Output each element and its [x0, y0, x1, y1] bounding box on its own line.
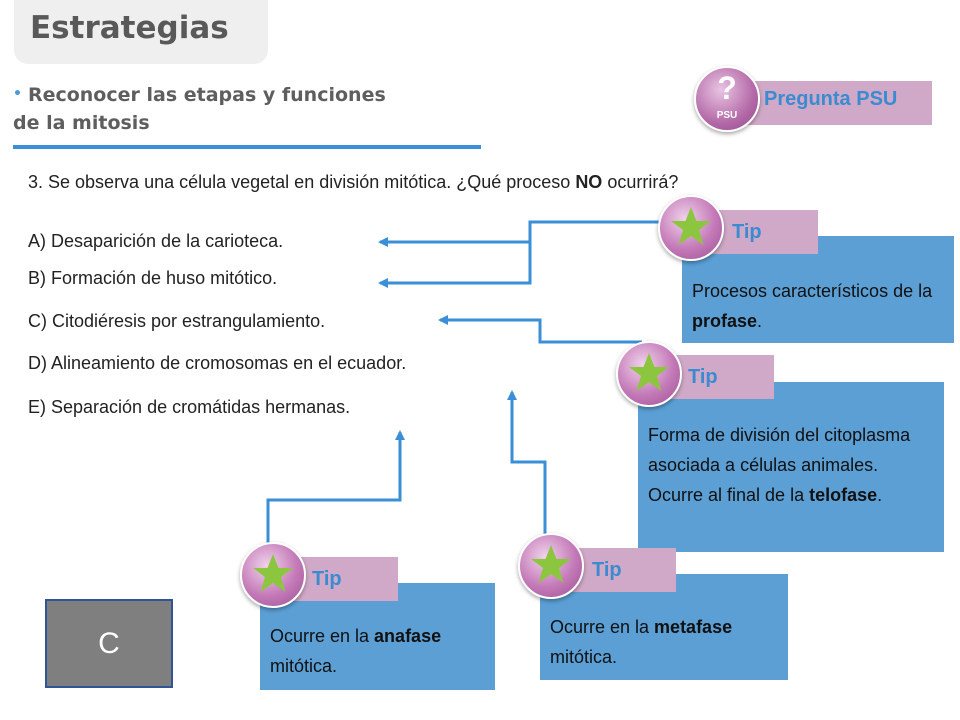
- star-icon: [518, 533, 584, 599]
- option-e[interactable]: E) Separación de cromátidas hermanas.: [28, 397, 351, 417]
- tip-bold: profase: [692, 311, 758, 331]
- option-d[interactable]: D) Alineamiento de cromosomas en el ecua…: [28, 353, 407, 373]
- option-c[interactable]: C) Citodiéresis por estrangulamiento.: [28, 311, 326, 331]
- tip-text: .: [877, 485, 883, 505]
- page-title: Estrategias: [30, 10, 229, 46]
- psu-label: Pregunta PSU: [764, 88, 898, 110]
- question-suffix: ocurrirá?: [602, 172, 679, 192]
- tip-text: mitótica.: [550, 647, 618, 667]
- psu-question-icon: ? PSU: [694, 66, 760, 132]
- arrow-tip4-to-e: [266, 430, 405, 565]
- tip-text: Forma de división del citoplasma asociad…: [648, 425, 911, 505]
- arrow-tip2-to-c: [438, 315, 642, 344]
- title-tab: [14, 0, 268, 64]
- tip-bold: anafase: [374, 626, 442, 646]
- tip-text: Ocurre en la: [270, 626, 375, 646]
- star-icon: [616, 341, 682, 407]
- option-a[interactable]: A) Desaparición de la carioteca.: [28, 231, 284, 251]
- tip-text: .: [757, 311, 763, 331]
- question-text: 3. Se observa una célula vegetal en divi…: [28, 172, 678, 193]
- question-prefix: 3. Se observa una célula vegetal en divi…: [28, 172, 576, 192]
- question-emphasis: NO: [575, 172, 603, 192]
- star-icon: [240, 542, 306, 608]
- objective-text: Reconocer las etapas y funciones de la m…: [13, 84, 386, 134]
- tip-bold: telofase: [809, 485, 878, 505]
- tip-text: Procesos característicos de la: [692, 281, 933, 301]
- psu-icon-text: PSU: [716, 110, 738, 121]
- star-icon: [658, 195, 724, 261]
- psu-banner: [740, 81, 932, 125]
- header-divider: [13, 145, 481, 149]
- bullet-icon: •: [13, 86, 22, 102]
- arrow-tip1-to-a: [378, 220, 682, 247]
- arrow-tip3-to-d: [507, 390, 547, 540]
- arrow-tip1-to-b: [378, 242, 532, 288]
- tip-box-telofase: Forma de división del citoplasma asociad…: [638, 382, 944, 552]
- objective: •Reconocer las etapas y funciones de la …: [13, 80, 413, 137]
- option-b[interactable]: B) Formación de huso mitótico.: [28, 268, 278, 288]
- psu-icon-glyph: ?: [717, 70, 737, 106]
- tip-text: mitótica.: [270, 656, 338, 676]
- tip-bold: metafase: [654, 617, 733, 637]
- tip-text: Ocurre en la: [550, 617, 655, 637]
- answer-box[interactable]: C: [45, 599, 173, 688]
